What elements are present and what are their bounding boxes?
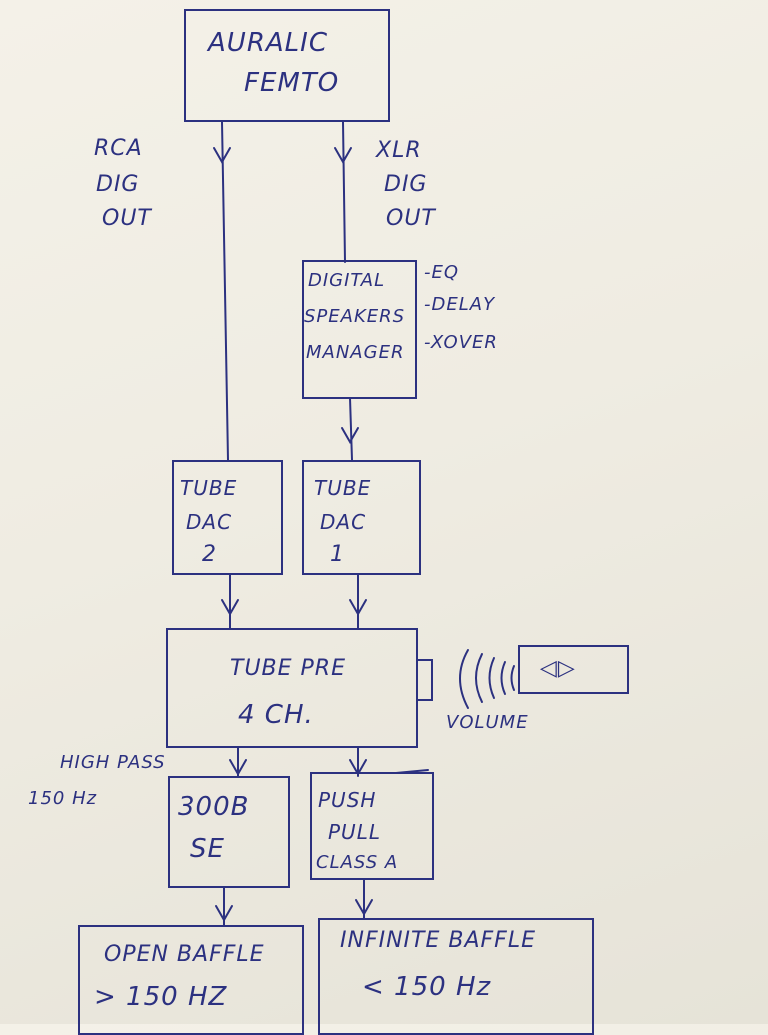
source-line1: AURALIC [208,28,328,58]
rca-line [221,121,229,461]
highpass-line2: 150 Hz [28,788,98,809]
dsm-line1: DIGITAL [308,270,386,291]
infinite-baffle-line1: INFINITE BAFFLE [340,928,536,953]
volume-knob [417,659,433,701]
pp-to-infinite-arrow [355,899,373,917]
tube-dac-2-line3: 2 [202,542,217,567]
xlr-label-l1: XLR [376,138,422,163]
dsm-box [302,260,417,399]
rca-arrow [213,147,231,165]
tube-dac-1-box [302,460,421,575]
infinite-baffle-line2: < 150 Hz [362,972,492,1002]
amp-push-pull-line2: PULL [328,820,381,844]
tube-dac-1-line2: DAC [320,510,367,534]
dsm-to-dac1-line [349,397,353,461]
pre-to-se-arrow [229,759,247,777]
dsm-line2: SPEAKERS [304,306,406,327]
tube-dac-2-line1: TUBE [180,476,238,500]
xlr-label-l3: OUT [386,206,436,231]
rca-label-l1: RCA [94,136,143,161]
tube-pre-line1: TUBE PRE [230,656,346,681]
remote-buttons-icon: ◁▷ [540,656,576,681]
source-line2: FEMTO [244,68,340,98]
rca-label-l3: OUT [102,206,152,231]
amp-push-pull-box [310,772,434,880]
dsm-feature-xover: -XOVER [424,332,498,353]
dsm-to-dac1-arrow [341,427,359,445]
dac1-to-pre-arrow [349,599,367,617]
rca-label-l2: DIG [96,172,140,197]
source-box [184,9,390,122]
remote-signal-waves-icon [459,649,515,709]
remote-control-box [518,645,629,694]
dsm-line3: MANAGER [306,342,405,363]
pre-to-pp-arrow [349,759,367,777]
xlr-arrow [334,147,352,165]
se-to-open-arrow [215,905,233,923]
amp-push-pull-line3: CLASS A [316,852,399,873]
amp-push-pull-line1: PUSH [318,788,377,812]
tube-dac-1-line1: TUBE [314,476,372,500]
tube-dac-1-line3: 1 [330,542,345,567]
open-baffle-line1: OPEN BAFFLE [104,942,265,967]
amp-300b-se-box [168,776,290,888]
dac2-to-pre-arrow [221,599,239,617]
highpass-line1: HIGH PASS [60,752,166,773]
tube-dac-2-box [172,460,283,575]
tube-pre-box [166,628,418,748]
dsm-feature-eq: -EQ [424,262,460,283]
amp-300b-se-line1: 300B [178,792,250,822]
xlr-label-l2: DIG [384,172,428,197]
volume-label: VOLUME [446,712,529,733]
open-baffle-line2: > 150 HZ [94,982,228,1012]
xlr-line [342,121,346,263]
amp-300b-se-line2: SE [190,834,225,864]
tube-pre-line2: 4 CH. [238,700,314,730]
dsm-feature-delay: -DELAY [424,294,496,315]
tube-dac-2-line2: DAC [186,510,233,534]
